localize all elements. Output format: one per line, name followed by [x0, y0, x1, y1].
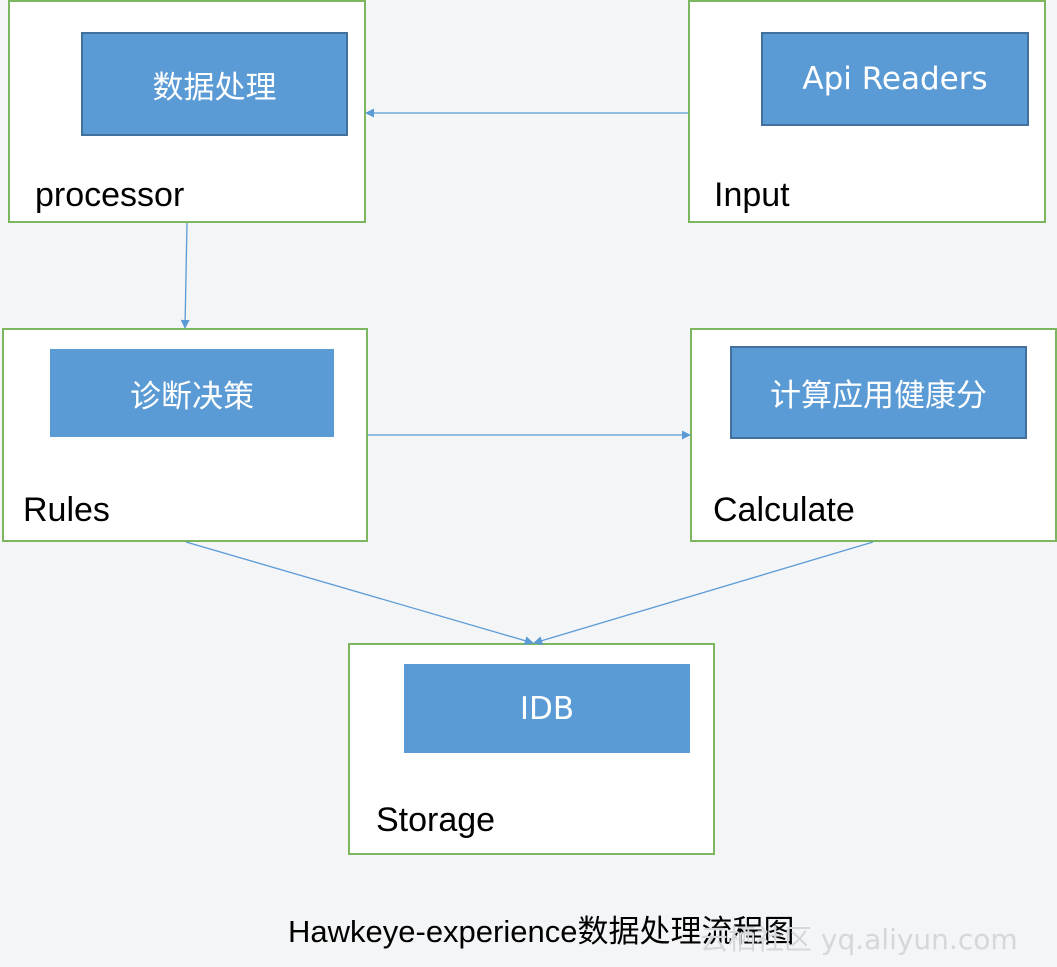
- input-inner-box: Api Readers: [761, 32, 1029, 126]
- storage-node: IDB Storage: [348, 643, 715, 855]
- watermark: 云栖社区 yq.aliyun.com: [700, 923, 1018, 956]
- calculate-node: 计算应用健康分 Calculate: [690, 328, 1057, 542]
- calculate-inner-box: 计算应用健康分: [730, 346, 1027, 439]
- edge-rules-to-storage: [185, 541, 534, 646]
- processor-label: processor: [35, 176, 185, 214]
- storage-label: Storage: [376, 801, 496, 839]
- edge-calculate-to-storage: [533, 541, 874, 646]
- processor-node: 数据处理 processor: [8, 0, 366, 223]
- input-node: Api Readers Input: [688, 0, 1046, 223]
- rules-label: Rules: [23, 491, 110, 529]
- processor-inner-box: 数据处理: [81, 32, 348, 136]
- input-label: Input: [714, 176, 790, 214]
- calculate-label: Calculate: [713, 491, 855, 529]
- rules-node: 诊断决策 Rules: [2, 328, 368, 542]
- diagram-caption: Hawkeye-experience数据处理流程图: [288, 914, 795, 949]
- edge-processor-to-rules: [180, 222, 190, 329]
- rules-inner-box: 诊断决策: [50, 349, 334, 437]
- storage-inner-box: IDB: [404, 664, 690, 753]
